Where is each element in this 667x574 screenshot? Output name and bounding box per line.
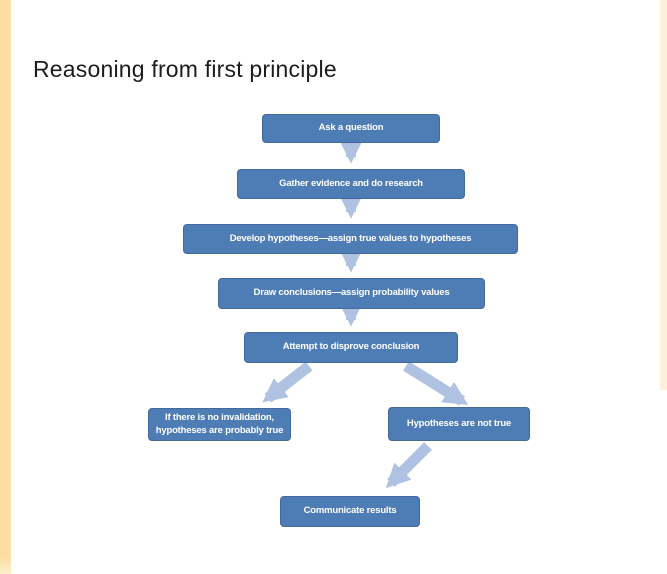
- flow-node-label: Develop hypotheses—assign true values to…: [229, 232, 472, 244]
- flow-node-gather-evidence: Gather evidence and do research: [237, 169, 465, 199]
- flow-node-label: Attempt to disprove conclusion: [282, 341, 420, 353]
- flow-node-develop-hypotheses: Develop hypotheses—assign true values to…: [183, 224, 518, 254]
- flow-node-ask-question: Ask a question: [262, 114, 440, 143]
- flow-node-label: Hypotheses are not true: [406, 417, 512, 429]
- arrow-attempt-to-no-invalidation-icon: [262, 361, 313, 403]
- flow-node-label: Draw conclusions—assign probability valu…: [253, 287, 450, 299]
- flow-node-label: Communicate results: [303, 505, 397, 517]
- flow-node-no-invalidation: If there is no invalidation, hypotheses …: [148, 408, 291, 441]
- flow-node-hypotheses-not-true: Hypotheses are not true: [388, 407, 530, 441]
- flow-node-label: Gather evidence and do research: [279, 177, 423, 189]
- flow-node-label: If there is no invalidation, hypotheses …: [155, 412, 284, 436]
- arrow-not-true-to-communicate-icon: [385, 442, 432, 489]
- arrow-attempt-to-not-true-icon: [403, 361, 469, 406]
- slide-title: Reasoning from first principle: [33, 56, 337, 83]
- flow-node-attempt-disprove: Attempt to disprove conclusion: [244, 332, 458, 363]
- slide-left-accent-strip: [0, 0, 11, 574]
- slide-right-accent-strip: [660, 0, 667, 390]
- flow-node-communicate-results: Communicate results: [280, 496, 420, 527]
- flow-node-draw-conclusions: Draw conclusions—assign probability valu…: [218, 278, 485, 309]
- flow-node-label: Ask a question: [318, 122, 384, 134]
